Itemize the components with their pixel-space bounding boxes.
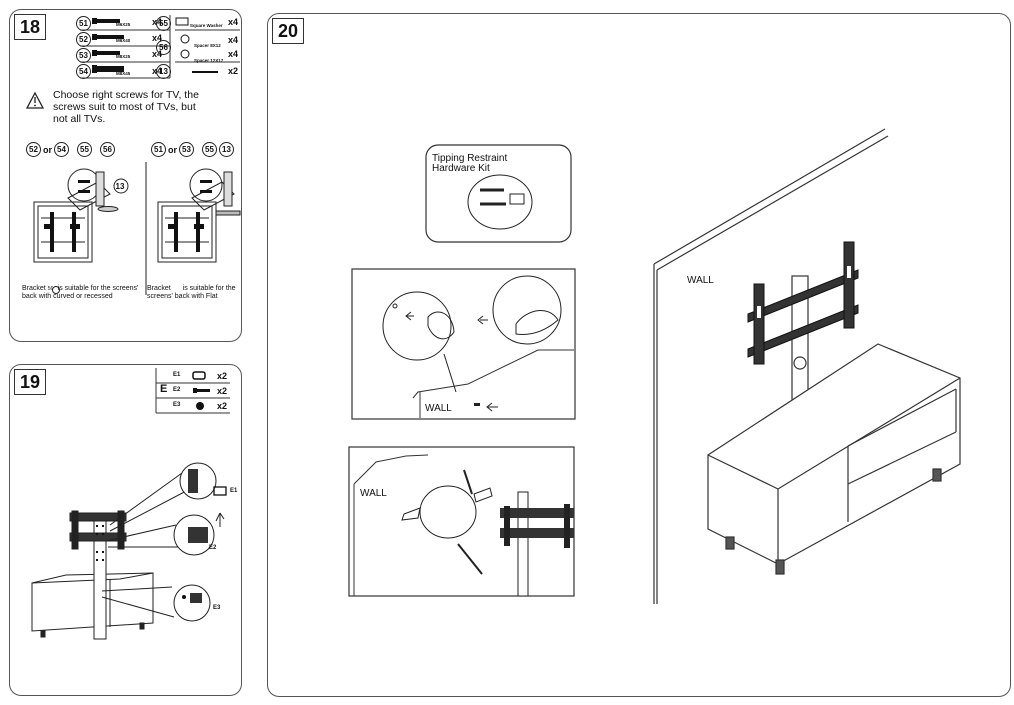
warning-line: Choose right screws for TV, the	[53, 89, 199, 101]
part-id-badge: 51	[76, 16, 91, 31]
kit-label-line: Hardware Kit	[432, 163, 490, 174]
part-row-55: 55 Square Washer x4	[156, 15, 240, 31]
part-row-56a: Spacer 8X12 x4	[180, 31, 240, 48]
part-id-badge: 53	[76, 48, 91, 63]
note-word: Bracket	[22, 285, 46, 292]
wall-strap-detail	[348, 446, 575, 597]
hardware-qty: x2	[217, 371, 228, 381]
part-qty: x4	[228, 49, 239, 59]
note-curved: Bracket 56 is suitable for the screens' …	[22, 285, 142, 301]
part-size: Square Washer	[190, 23, 223, 28]
note-bracket-id: 56	[47, 286, 54, 292]
wall-label-strap: WALL	[360, 488, 387, 499]
wall-label-drill: WALL	[425, 403, 452, 414]
callout-e3: E3	[213, 605, 221, 611]
combo-or: or	[168, 144, 177, 155]
combo-id: 55	[77, 142, 92, 157]
step-20-panel: 20	[267, 13, 1011, 697]
part-row-52: 52 M6X40 x4	[76, 31, 170, 47]
combo-id: 54	[54, 142, 69, 157]
part-row-13: 13 x2	[156, 63, 240, 79]
combo-right: 51 or 53 55 13	[151, 142, 234, 157]
note-flat: Bracket is suitable for the screens' bac…	[147, 285, 241, 301]
combo-left: 52 or 54 55 56	[26, 142, 115, 157]
part-size: Spacer 8X12	[194, 43, 221, 48]
hardware-id: E1	[173, 372, 181, 378]
part-qty: x4	[152, 49, 163, 59]
part-id-badge: 54	[76, 64, 91, 79]
part-size: M6X25	[116, 22, 131, 27]
warning-line: screws suit to most of TVs, but	[53, 101, 196, 113]
note-text: is suitable for the screens'	[57, 285, 139, 292]
hardware-row-e2: E2 x2	[171, 384, 229, 398]
part-id-badge: 13	[156, 64, 171, 79]
hardware-qty: x2	[217, 386, 228, 396]
warning-text: Choose right screws for TV, the screws s…	[53, 89, 238, 125]
combo-left-13: 13	[116, 182, 125, 191]
combo-id: 56	[100, 142, 115, 157]
combo-id: 13	[219, 142, 234, 157]
part-qty: x4	[228, 17, 239, 27]
hardware-row-e1: E1 x2	[171, 369, 229, 383]
part-qty: x2	[228, 66, 239, 76]
combo-or: or	[43, 144, 52, 155]
part-row-56b: Spacer 12X17 x4	[180, 47, 240, 63]
note-text: back with curved or recessed	[22, 293, 113, 300]
wall-label-main: WALL	[687, 275, 714, 286]
step-19-drawing	[31, 368, 230, 640]
note-text: is suitable for the	[182, 285, 236, 292]
part-id-badge-56: 56	[156, 40, 171, 55]
hardware-qty: x2	[217, 401, 228, 411]
part-id-badge: 52	[76, 32, 91, 47]
hardware-group-label: E	[160, 383, 168, 395]
step-18-drawing: 13	[25, 15, 241, 295]
part-size: M8X45	[116, 71, 131, 76]
step-18-panel: 18	[9, 9, 242, 342]
step-number: 20	[272, 18, 304, 44]
callout-e1: E1	[230, 488, 238, 494]
combo-id: 52	[26, 142, 41, 157]
part-size: M6X40	[116, 38, 131, 43]
hardware-id: E3	[173, 402, 181, 408]
part-size: Spacer 12X17	[194, 58, 224, 63]
kit-label-line: Tipping Restraint	[432, 153, 508, 164]
step-number: 19	[14, 369, 46, 395]
combo-id: 51	[151, 142, 166, 157]
step-19-panel: 19	[9, 364, 242, 696]
combo-id: 53	[179, 142, 194, 157]
hardware-row-e3: E3 x2	[171, 399, 229, 413]
part-id-badge: 55	[156, 16, 171, 31]
part-qty: x4	[228, 35, 239, 45]
note-text: screens' back with Flat	[147, 293, 218, 300]
part-qty: x4	[152, 33, 163, 43]
combo-id: 55	[202, 142, 217, 157]
part-row-53: 53 M8X25 x4	[76, 47, 170, 63]
warning-line: not all TVs.	[53, 113, 106, 125]
step-20-drawing	[348, 128, 961, 604]
callout-e2: E2	[209, 545, 217, 551]
hardware-id: E2	[173, 387, 181, 393]
note-word: Bracket	[147, 285, 171, 292]
kit-label: Tipping Restraint Hardware Kit	[432, 154, 507, 174]
step-number: 18	[14, 14, 46, 40]
part-size: M8X25	[116, 54, 131, 59]
hardware-kit-box	[425, 144, 572, 243]
